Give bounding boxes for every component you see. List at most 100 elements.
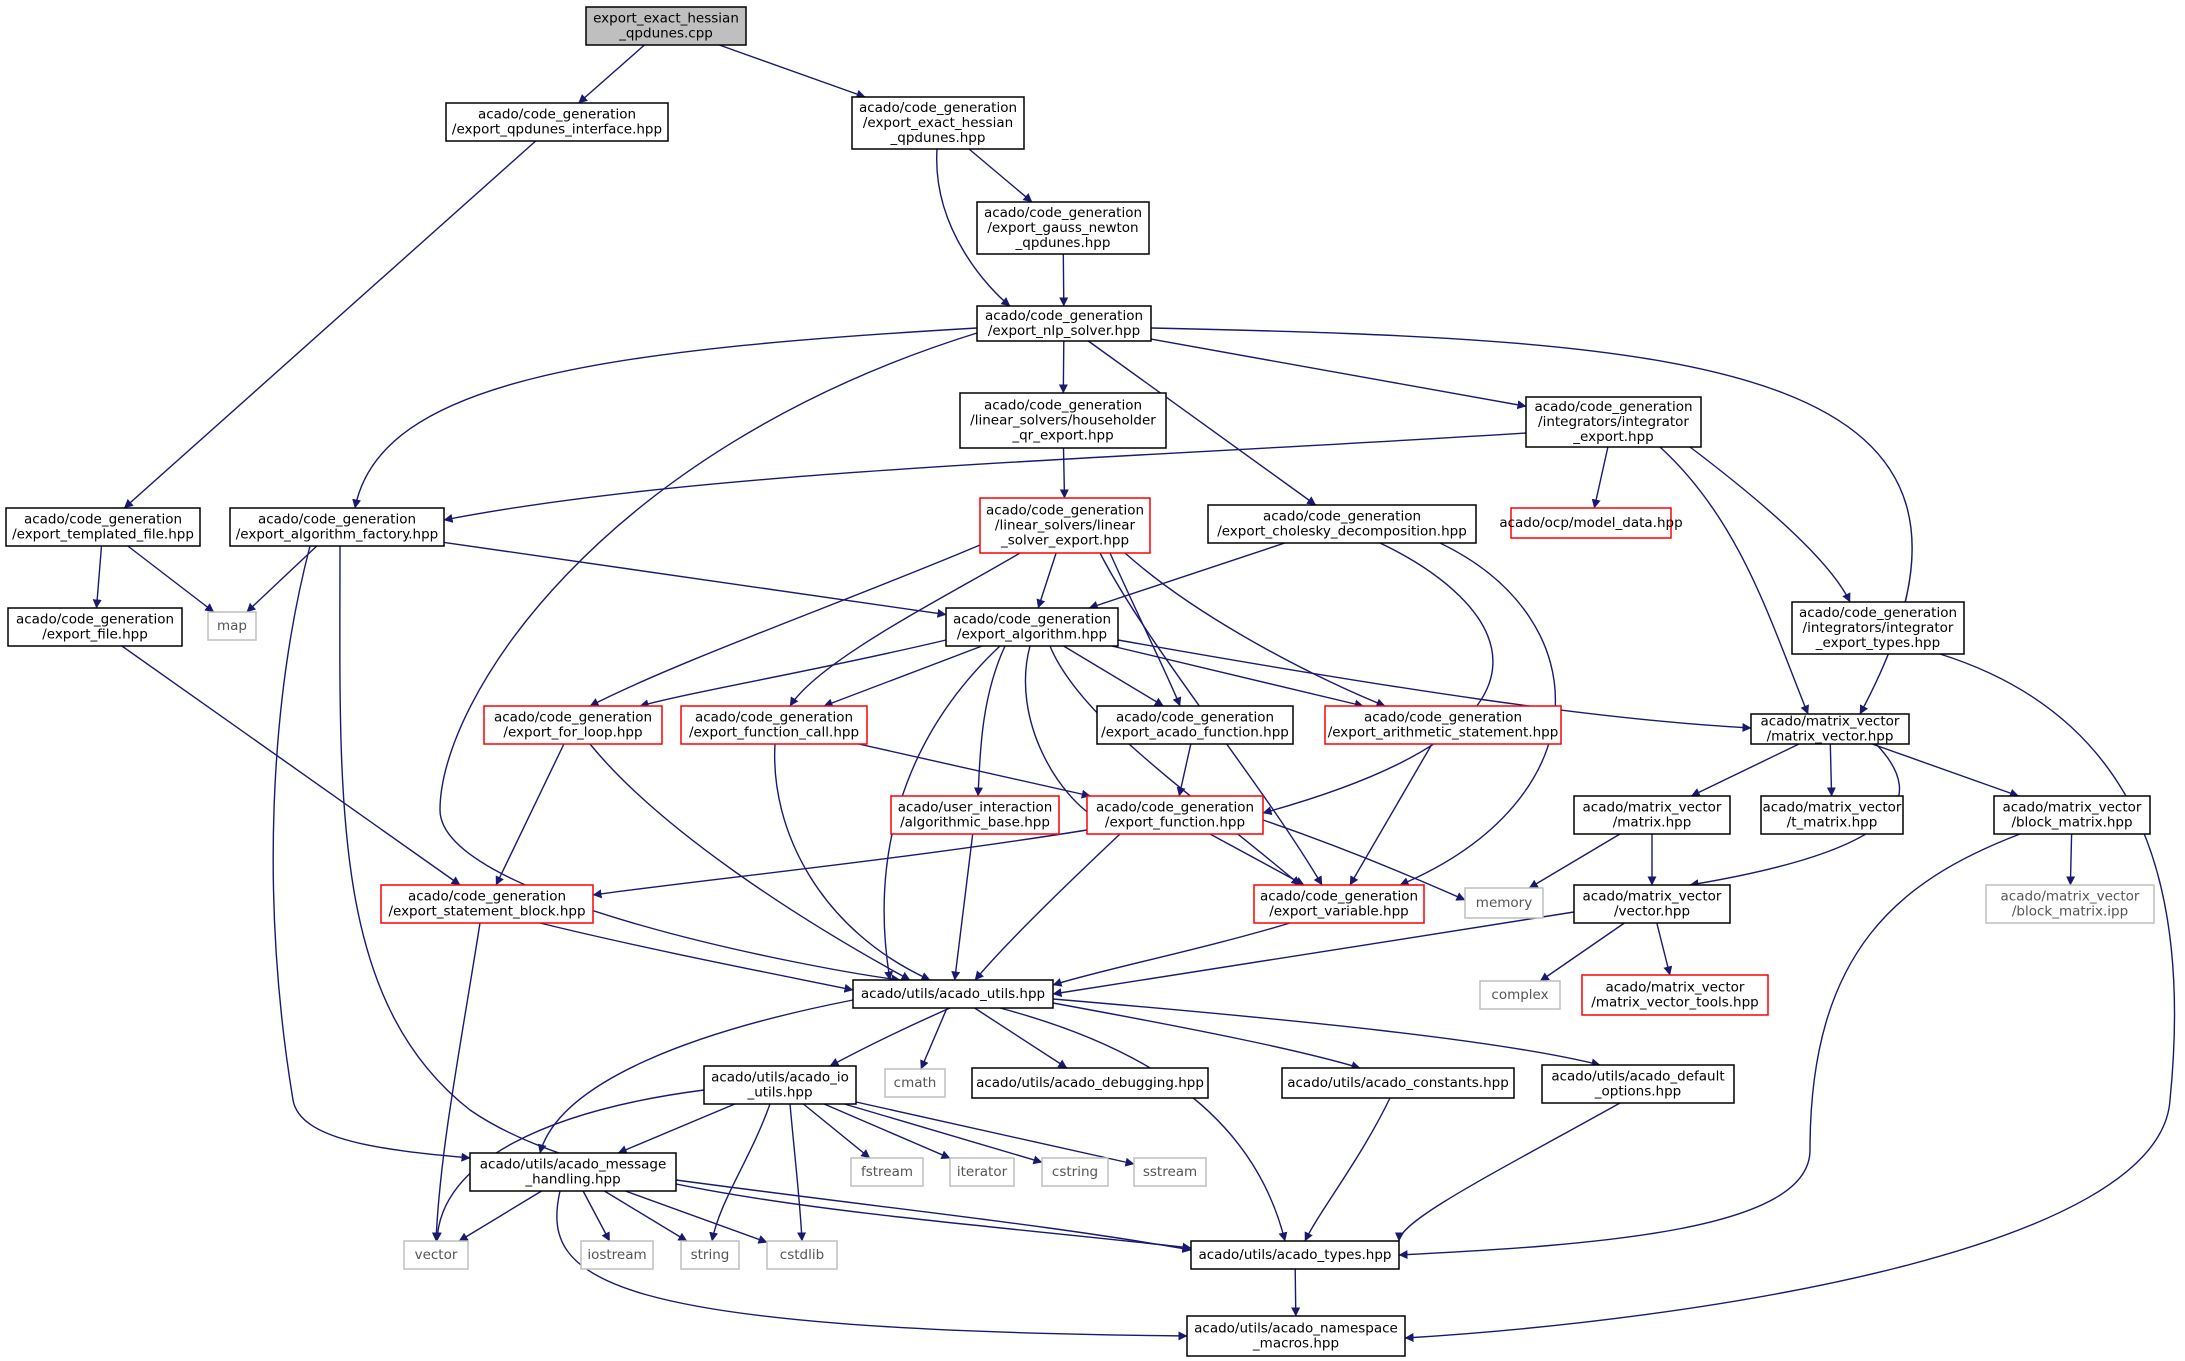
node-box [445, 102, 669, 142]
node-label-line: cstdlib [780, 1247, 824, 1263]
edge-linear_solver_export-to-function_call [789, 552, 1021, 707]
edge-matrix-to-memory [1528, 833, 1621, 889]
node-complex: complex [1479, 980, 1561, 1010]
node-label-line: /matrix.hpp [1613, 815, 1692, 831]
node-statement-block[interactable]: acado/code_generation/export_statement_b… [380, 884, 594, 924]
node-export-function[interactable]: acado/code_generation/export_function.hp… [1086, 795, 1264, 835]
node-iostream: iostream [580, 1240, 654, 1270]
node-label-line: /integrators/integrator [1803, 620, 1954, 636]
node-label-line: /linear_solvers/householder [970, 413, 1156, 429]
node-householder[interactable]: acado/code_generation/linear_solvers/hou… [959, 392, 1167, 449]
edge-export_algorithm-to-export_variable [1049, 645, 1301, 886]
edge-linear_solver_export-to-export_algorithm [1036, 552, 1057, 609]
node-algorithmic-base[interactable]: acado/user_interaction/algorithmic_base.… [890, 795, 1060, 835]
node-fstream: fstream [850, 1157, 924, 1187]
node-label-line: string [691, 1247, 730, 1263]
node-acado-io-utils[interactable]: acado/utils/acado_io_utils.hpp [703, 1065, 857, 1105]
node-box [945, 607, 1119, 647]
node-integrator-export[interactable]: acado/code_generation/integrators/integr… [1525, 396, 1702, 448]
node-exact-hessian-qpdunes[interactable]: acado/code_generation/export_exact_hessi… [851, 96, 1025, 150]
edge-root-to-qpdunes_interface [578, 44, 645, 104]
node-map: map [207, 611, 257, 641]
edge-block_matrix-to-block_matrix_ipp [2066, 833, 2076, 886]
node-label-line: acado/matrix_vector [1606, 980, 1745, 996]
node-matrix-vector[interactable]: acado/matrix_vector/matrix_vector.hpp [1750, 713, 1910, 745]
node-acado-constants[interactable]: acado/utils/acado_constants.hpp [1281, 1067, 1515, 1099]
node-acado-function[interactable]: acado/code_generation/export_acado_funct… [1096, 705, 1294, 745]
edge-function_call-to-acado_utils [773, 743, 931, 981]
node-t-matrix[interactable]: acado/matrix_vector/t_matrix.hpp [1760, 795, 1904, 835]
node-algorithm-factory[interactable]: acado/code_generation/export_algorithm_f… [229, 507, 445, 547]
node-linear-solver-export[interactable]: acado/code_generation/linear_solvers/lin… [979, 497, 1151, 554]
node-label-line: /linear_solvers/linear [995, 518, 1136, 534]
node-model-data[interactable]: acado/ocp/model_data.hpp [1499, 507, 1683, 539]
node-box [890, 795, 1060, 835]
node-label-line: /export_file.hpp [42, 627, 148, 643]
edge-export_algorithm-to-algorithmic_base [973, 645, 1006, 797]
node-label-line: acado/code_generation [986, 503, 1144, 519]
edge-export_function-to-statement_block [592, 829, 1088, 899]
node-qpdunes-interface[interactable]: acado/code_generation/export_qpdunes_int… [445, 102, 669, 142]
edge-acado_io_utils-to-message_handling [617, 1103, 736, 1154]
node-label-line: acado/code_generation [24, 512, 182, 528]
edge-block_matrix-to-acado_types [1398, 833, 2021, 1260]
node-root[interactable]: export_exact_hessian_qpdunes.cpp [585, 6, 747, 46]
edge-integrator_export-to-integrator_export_types [1689, 446, 1851, 603]
node-gauss-newton-qpdunes[interactable]: acado/code_generation/export_gauss_newto… [976, 201, 1150, 255]
node-acado-utils[interactable]: acado/utils/acado_utils.hpp [852, 979, 1054, 1009]
node-templated-file[interactable]: acado/code_generation/export_templated_f… [5, 507, 201, 547]
edge-statement_block-to-acado_utils [539, 922, 854, 993]
node-label-line: acado/code_generation [1364, 710, 1522, 726]
node-label-line: acado/matrix_vector [1761, 714, 1900, 730]
node-cholesky[interactable]: acado/code_generation/export_cholesky_de… [1207, 504, 1477, 544]
node-vector-hpp[interactable]: acado/matrix_vector/vector.hpp [1573, 884, 1731, 924]
node-for-loop[interactable]: acado/code_generation/export_for_loop.hp… [483, 705, 663, 745]
edge-acado_utils-to-cmath [920, 1007, 948, 1070]
node-acado-debugging[interactable]: acado/utils/acado_debugging.hpp [971, 1067, 1209, 1099]
node-box [979, 497, 1151, 554]
node-box [1525, 396, 1702, 448]
node-label-line: acado/code_generation [1096, 800, 1254, 816]
edge-matrix_vector-to-t_matrix [1826, 743, 1836, 797]
node-acado-default-options[interactable]: acado/utils/acado_default_options.hpp [1541, 1064, 1735, 1104]
node-box [1791, 601, 1965, 655]
node-box [852, 979, 1054, 1009]
node-label-line: /export_qpdunes_interface.hpp [452, 122, 662, 138]
node-matrix[interactable]: acado/matrix_vector/matrix.hpp [1573, 795, 1731, 835]
node-nlp-solver[interactable]: acado/code_generation/export_nlp_solver.… [976, 305, 1152, 342]
edge-export_algorithm-to-arithmetic_statement [1111, 645, 1364, 709]
node-namespace-macros[interactable]: acado/utils/acado_namespace_macros.hpp [1186, 1315, 1406, 1357]
node-label-line: /algorithmic_base.hpp [900, 815, 1050, 831]
edge-message_handling-to-string [604, 1190, 688, 1242]
edge-for_loop-to-statement_block [495, 743, 565, 886]
node-acado-types[interactable]: acado/utils/acado_types.hpp [1190, 1240, 1400, 1270]
node-export-algorithm[interactable]: acado/code_generation/export_algorithm.h… [945, 607, 1119, 647]
edge-export_algorithm-to-export_function [1024, 645, 1101, 821]
node-block-matrix[interactable]: acado/matrix_vector/block_matrix.hpp [1993, 795, 2151, 835]
edge-cholesky-to-export_function [1262, 542, 1494, 816]
node-integrator-export-types[interactable]: acado/code_generation/integrators/integr… [1791, 601, 1965, 655]
node-label-line: cstring [1052, 1164, 1098, 1180]
node-box [380, 884, 594, 924]
edge-nlp_solver-to-acado_utils [439, 332, 978, 984]
node-string: string [680, 1240, 740, 1270]
edge-export_algorithm-to-function_call [823, 645, 983, 708]
node-label-line: _macros.hpp [1252, 1336, 1339, 1352]
edge-nlp_solver-to-integrator_export [1150, 338, 1527, 410]
node-export-variable[interactable]: acado/code_generation/export_variable.hp… [1253, 884, 1425, 924]
node-message-handling[interactable]: acado/utils/acado_message_handling.hpp [469, 1152, 677, 1192]
edge-export_function-to-memory [1262, 819, 1466, 901]
node-function-call[interactable]: acado/code_generation/export_function_ca… [680, 705, 868, 745]
node-label-line: _handling.hpp [524, 1172, 620, 1188]
edge-algorithm_factory-to-acado_types [339, 545, 1192, 1252]
node-box [1541, 1064, 1735, 1104]
node-cmath: cmath [884, 1068, 946, 1098]
node-label-line: _qr_export.hpp [1011, 428, 1113, 444]
node-label-line: acado/matrix_vector [2003, 800, 2142, 816]
node-export-file[interactable]: acado/code_generation/export_file.hpp [7, 607, 183, 647]
node-matrix-vector-tools[interactable]: acado/matrix_vector/matrix_vector_tools.… [1581, 974, 1769, 1016]
node-arithmetic-statement[interactable]: acado/code_generation/export_arithmetic_… [1324, 705, 1562, 745]
edge-integrator_export-to-model_data [1591, 446, 1609, 509]
node-label-line: acado/code_generation [258, 512, 416, 528]
node-box [469, 1152, 677, 1192]
